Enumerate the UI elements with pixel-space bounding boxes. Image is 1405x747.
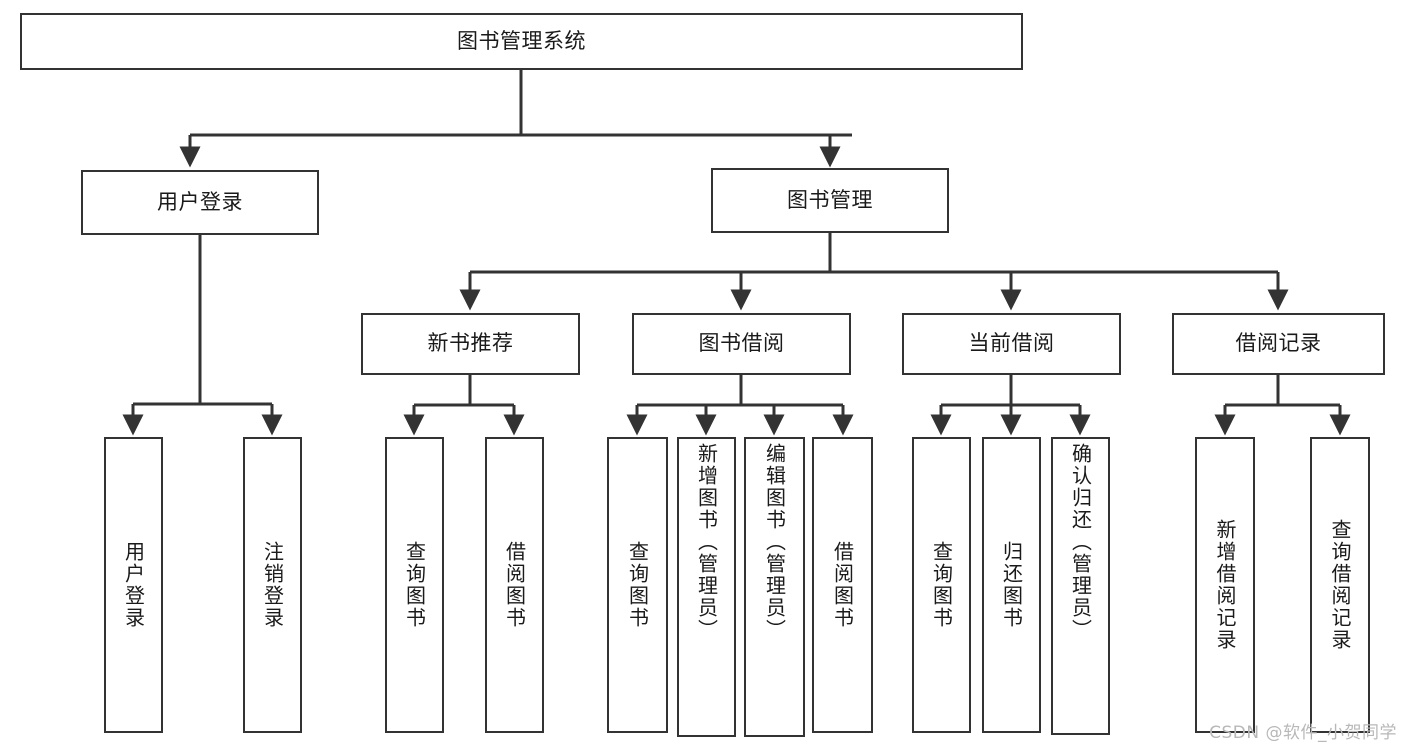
leaf-query-book-recommend[interactable]: 查询图书	[385, 437, 444, 733]
leaf-user-login[interactable]: 用户登录	[104, 437, 163, 733]
node-label: 注销登录	[260, 541, 285, 629]
node-label: 用户登录	[157, 189, 243, 214]
leaf-confirm-return-admin[interactable]: 确认归还（管理员）	[1051, 437, 1110, 735]
leaf-borrow-book-recommend[interactable]: 借阅图书	[485, 437, 544, 733]
node-label: 用户登录	[121, 541, 146, 629]
node-book-borrow[interactable]: 图书借阅	[632, 313, 851, 375]
node-book-management[interactable]: 图书管理	[711, 168, 949, 233]
node-label: 新增图书（管理员）	[694, 443, 719, 641]
node-user-login[interactable]: 用户登录	[81, 170, 319, 235]
node-label: 查询图书	[929, 541, 954, 629]
node-label: 借阅图书	[502, 541, 527, 629]
node-label: 图书管理	[787, 187, 873, 212]
leaf-query-book-borrow[interactable]: 查询图书	[607, 437, 668, 733]
node-label: 当前借阅	[968, 331, 1055, 356]
node-root-library-management-system[interactable]: 图书管理系统	[20, 13, 1023, 70]
leaf-edit-book-admin[interactable]: 编辑图书（管理员）	[744, 437, 805, 737]
node-borrow-record[interactable]: 借阅记录	[1172, 313, 1385, 375]
leaf-return-book[interactable]: 归还图书	[982, 437, 1041, 733]
leaf-query-borrow-record[interactable]: 查询借阅记录	[1310, 437, 1370, 733]
node-label: 借阅图书	[830, 541, 855, 629]
node-label: 新增借阅记录	[1213, 519, 1237, 651]
leaf-query-book-current[interactable]: 查询图书	[912, 437, 971, 733]
node-label: 查询借阅记录	[1328, 519, 1352, 651]
node-current-borrow[interactable]: 当前借阅	[902, 313, 1121, 375]
node-label: 编辑图书（管理员）	[762, 443, 787, 641]
leaf-borrow-book[interactable]: 借阅图书	[812, 437, 873, 733]
leaf-add-book-admin[interactable]: 新增图书（管理员）	[677, 437, 736, 737]
node-new-book-recommend[interactable]: 新书推荐	[361, 313, 580, 375]
node-label: 图书管理系统	[457, 28, 586, 53]
node-label: 查询图书	[402, 541, 427, 629]
node-label: 确认归还（管理员）	[1068, 443, 1093, 641]
node-label: 查询图书	[625, 541, 650, 629]
node-label: 新书推荐	[427, 331, 514, 356]
node-label: 归还图书	[999, 541, 1024, 629]
leaf-add-borrow-record[interactable]: 新增借阅记录	[1195, 437, 1255, 733]
leaf-logout[interactable]: 注销登录	[243, 437, 302, 733]
node-label: 图书借阅	[698, 331, 785, 356]
node-label: 借阅记录	[1235, 331, 1322, 356]
